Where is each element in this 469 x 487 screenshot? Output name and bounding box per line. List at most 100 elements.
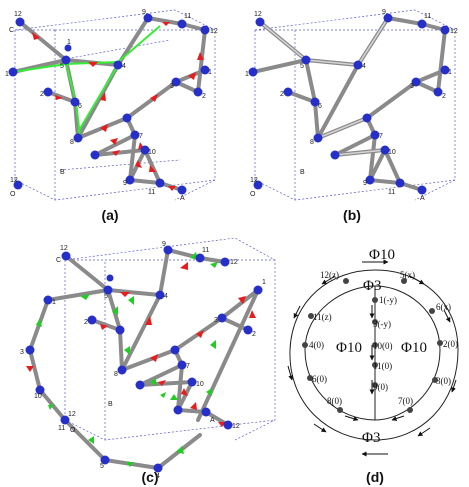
svg-text:A: A — [180, 195, 185, 202]
node-1y: 1(-y) — [379, 295, 397, 305]
left-inner-arc — [304, 285, 376, 421]
svg-text:A: A — [210, 417, 215, 424]
graph-arrows-d — [287, 259, 457, 457]
atom-labels-c: 12 C 1 5 4 2 9 11 12 1 3 2 8 7 10 A 3 10… — [20, 241, 266, 480]
svg-text:B: B — [108, 401, 113, 408]
svg-text:10: 10 — [34, 393, 42, 400]
phi-left: Φ10 — [336, 340, 362, 356]
panel-label-a: (a) — [101, 207, 118, 223]
svg-text:11: 11 — [58, 425, 65, 432]
node-11-0: 11(0) — [373, 361, 392, 371]
bond-network-b — [251, 16, 447, 192]
svg-text:9: 9 — [123, 180, 127, 187]
svg-text:6: 6 — [78, 103, 82, 110]
svg-text:11: 11 — [148, 189, 155, 196]
node-6-0: 6(0) — [312, 374, 327, 384]
atom-labels-b: 12 1 5 4 2 6 9 11 12 1 3 2 8 7 10 9 11 B… — [245, 9, 458, 202]
svg-text:10: 10 — [196, 381, 204, 388]
svg-text:12: 12 — [232, 423, 240, 430]
svg-text:3: 3 — [20, 349, 24, 356]
svg-text:A: A — [420, 195, 425, 202]
svg-text:9: 9 — [363, 180, 367, 187]
svg-text:4: 4 — [164, 293, 168, 300]
atom-labels-a: 12 C 1 5 1 4 2 6 9 11 12 1 3 2 8 7 10 9 … — [5, 9, 218, 202]
node-3-0: 3(0) — [436, 376, 451, 386]
panel-a: 12 C 1 5 1 4 2 6 9 11 12 1 3 2 8 7 10 9 … — [5, 9, 218, 223]
node-7-0: 7(0) — [398, 396, 413, 406]
graph-edges-d — [289, 269, 459, 441]
unit-cell-box-b — [254, 9, 456, 201]
bond-network-a — [11, 16, 207, 192]
phi-bottom: Φ3 — [362, 430, 380, 446]
green-arrows-c — [36, 252, 218, 467]
right-inner-arc — [374, 285, 441, 421]
svg-text:9: 9 — [142, 9, 146, 16]
atoms-a — [8, 13, 210, 195]
svg-text:1: 1 — [448, 69, 452, 76]
svg-text:3: 3 — [214, 317, 218, 324]
svg-text:10: 10 — [388, 149, 396, 156]
graph-nodes-d — [302, 278, 443, 413]
svg-text:8: 8 — [70, 139, 74, 146]
phi-upper: Φ3 — [363, 278, 381, 294]
svg-text:4: 4 — [362, 63, 366, 70]
svg-text:1: 1 — [67, 39, 71, 46]
graph-node-labels-d: 12(z) 5(x) 1(-y) 6(x) 11(z) 3(-y) 2(0) 4… — [309, 270, 458, 406]
svg-text:9: 9 — [382, 9, 386, 16]
svg-text:1: 1 — [5, 71, 9, 78]
svg-text:12: 12 — [210, 28, 218, 35]
panel-label-c: (c) — [141, 469, 158, 485]
panel-d: 12(z) 5(x) 1(-y) 6(x) 11(z) 3(-y) 2(0) 4… — [287, 247, 459, 485]
panel-label-b: (b) — [343, 207, 361, 223]
left-outer-arc — [289, 269, 376, 441]
svg-text:12: 12 — [10, 177, 18, 184]
svg-text:7: 7 — [379, 133, 383, 140]
svg-text:12: 12 — [60, 245, 68, 252]
node-2-0: 2(0) — [443, 339, 458, 349]
svg-text:B: B — [60, 169, 65, 176]
green-path-a — [12, 25, 161, 137]
svg-text:4: 4 — [122, 63, 126, 70]
svg-text:11: 11 — [388, 189, 395, 196]
panel-c: 12 C 1 5 4 2 9 11 12 1 3 2 8 7 10 A 3 10… — [20, 237, 276, 485]
svg-text:B: B — [300, 169, 305, 176]
svg-text:2: 2 — [252, 331, 256, 338]
svg-text:5: 5 — [100, 463, 104, 470]
svg-text:O: O — [10, 191, 16, 198]
phi-labels-d: Φ10 Φ3 Φ10 Φ10 Φ3 — [336, 247, 427, 446]
svg-text:6: 6 — [318, 103, 322, 110]
svg-text:1: 1 — [245, 71, 249, 78]
svg-text:4: 4 — [156, 473, 160, 480]
svg-text:2: 2 — [202, 93, 206, 100]
svg-text:C: C — [9, 27, 14, 34]
atoms-c — [25, 245, 263, 473]
svg-text:1: 1 — [262, 279, 266, 286]
svg-text:11: 11 — [424, 13, 431, 20]
svg-text:2: 2 — [84, 319, 88, 326]
svg-text:12: 12 — [230, 259, 238, 266]
svg-text:12: 12 — [250, 177, 258, 184]
svg-text:2: 2 — [442, 93, 446, 100]
svg-text:11: 11 — [184, 13, 191, 20]
svg-text:C: C — [56, 257, 61, 264]
svg-text:7: 7 — [139, 133, 143, 140]
red-arrows-c — [26, 262, 256, 427]
node-8-0: 8(0) — [327, 396, 342, 406]
svg-text:1: 1 — [208, 69, 212, 76]
svg-text:12: 12 — [14, 11, 22, 18]
unit-cell-box-c — [64, 237, 276, 441]
node-5x: 5(x) — [400, 270, 415, 280]
unit-cell-box-a — [14, 9, 216, 201]
svg-text:O: O — [70, 427, 76, 434]
svg-text:8: 8 — [310, 139, 314, 146]
node-11z: 11(z) — [313, 312, 332, 322]
svg-text:12: 12 — [450, 28, 458, 35]
panel-b: 12 1 5 4 2 6 9 11 12 1 3 2 8 7 10 9 11 B… — [245, 9, 458, 223]
svg-text:7: 7 — [186, 363, 190, 370]
svg-text:8: 8 — [114, 371, 118, 378]
svg-text:2: 2 — [280, 91, 284, 98]
node-6x: 6(x) — [436, 302, 451, 312]
svg-text:5: 5 — [104, 293, 108, 300]
phi-top: Φ10 — [369, 247, 395, 263]
